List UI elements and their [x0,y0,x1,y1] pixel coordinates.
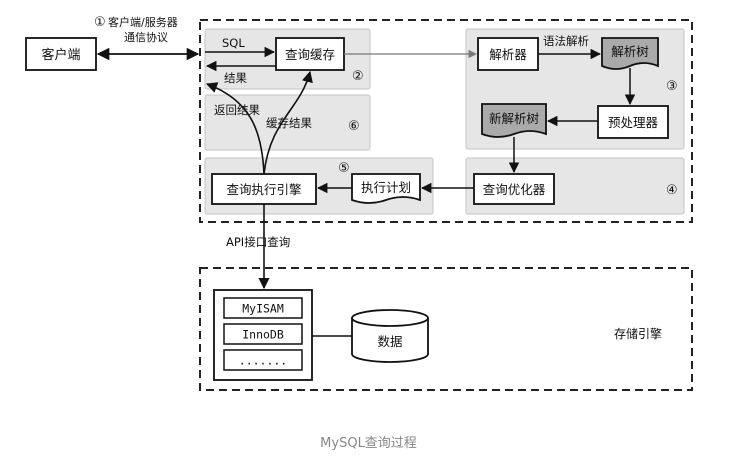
preprocessor-label: 预处理器 [608,115,659,130]
new-parse-tree-label: 新解析树 [489,111,539,126]
region-2-marker: ② [352,69,364,84]
storage-engine-item [223,323,303,345]
storage-engine-item-label: ....... [239,354,287,368]
parse-tree-doc [601,37,659,70]
storage-boundary [199,267,693,391]
query-cache-label: 查询缓存 [285,47,335,62]
storage-engine-item [223,297,303,319]
storage-engine-item-label: InnoDB [242,328,284,342]
storage-engine-item [223,349,303,371]
parser-label: 解析器 [489,47,527,62]
parser-box [477,37,539,71]
region-4-marker: ④ [666,183,678,198]
optimizer-label: 查询优化器 [483,182,546,197]
data-cylinder-top [351,309,429,327]
region-cache-return [204,94,371,151]
region-5-marker: ⑤ [338,161,350,176]
data-cylinder [351,318,429,363]
protocol-marker: ① [94,15,106,30]
return-result-arrow [205,82,265,175]
cache-result-arrow [263,70,313,175]
query-cache-box [275,37,345,71]
syntax-parsing-label: 语法解析 [543,34,589,48]
data-label: 数据 [377,334,402,349]
figure-caption: MySQL查询过程 [320,436,417,451]
optimizer-box [473,173,555,205]
cache-result-label: 缓存结果 [266,116,312,130]
execution-plan-label: 执行计划 [361,180,411,195]
execution-engine-label: 查询执行引擎 [226,182,301,197]
return-result-label: 返回结果 [214,103,260,117]
server-boundary [199,19,693,223]
sql-label: SQL [222,36,245,50]
client-box [25,37,97,71]
region-3-marker: ③ [666,79,678,94]
parse-tree-label: 解析树 [611,44,649,59]
mysql-query-process-diagram: 客户端 ① 客户端/服务器 通信协议 查询缓存 SQL 结果 ② 解析器 语法解… [25,15,693,391]
storage-engine-label: 存储引擎 [614,326,662,341]
result-label: 结果 [224,71,247,85]
api-query-label: API接口查询 [226,235,290,249]
execution-plan-doc [351,173,421,204]
preprocessor-box [597,105,669,139]
protocol-line1: 客户端/服务器 [108,15,178,29]
protocol-line2: 通信协议 [124,30,168,44]
storage-engine-item-label: MyISAM [242,302,284,316]
client-label: 客户端 [41,47,80,63]
region-6-marker: ⑥ [348,119,360,134]
new-parse-tree-doc [481,103,547,138]
